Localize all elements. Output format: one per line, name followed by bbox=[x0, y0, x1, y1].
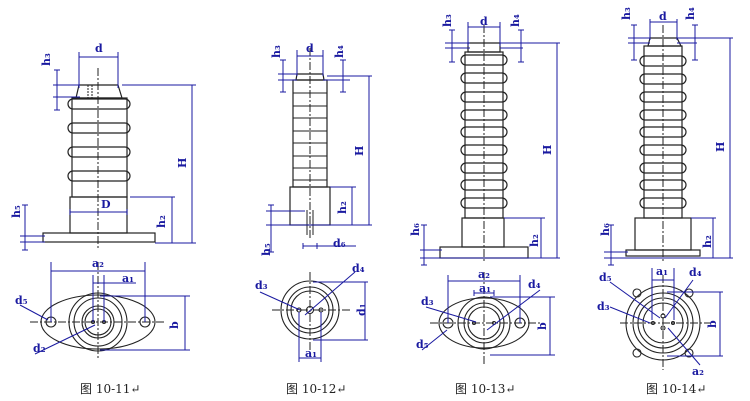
dim-label-H: H bbox=[714, 142, 727, 152]
dim-label-h3: h₃ bbox=[441, 14, 454, 27]
dim-label-h4: h₄ bbox=[333, 45, 346, 58]
dim-label-D: D bbox=[101, 198, 111, 211]
dim-label-a2: a₂ bbox=[692, 365, 704, 378]
dim-label-b: b bbox=[168, 321, 181, 329]
dim-label-h2: h₂ bbox=[528, 234, 541, 247]
dim-label-d: d bbox=[95, 42, 103, 55]
insulator-shed bbox=[67, 170, 131, 182]
dim-label-d4: d₄ bbox=[352, 262, 365, 275]
base-flange bbox=[42, 232, 156, 243]
dim-label-d: d bbox=[659, 10, 667, 23]
figure-10-14: d h₃ h₄ H h₆ h₂ a₁ d₅ d₃ d₄ b a₂ 图 10-14… bbox=[597, 7, 727, 396]
leader-line bbox=[304, 271, 356, 316]
leader-line bbox=[19, 304, 49, 321]
dim-label-a1: a₁ bbox=[656, 265, 668, 278]
dim-label-d5: d₅ bbox=[416, 338, 429, 351]
outline-circle bbox=[670, 320, 676, 326]
dim-label-h2: h₂ bbox=[336, 201, 349, 214]
dim-label-d2: d₂ bbox=[33, 342, 46, 355]
leader-line bbox=[667, 327, 701, 366]
dim-label-d6: d₆ bbox=[333, 237, 346, 250]
mount-hole bbox=[632, 348, 642, 358]
dim-label-H: H bbox=[353, 146, 366, 156]
leader-line bbox=[259, 291, 301, 311]
dim-label-H: H bbox=[541, 145, 554, 155]
dim-label-d4: d₄ bbox=[689, 266, 702, 279]
dim-label-h4: h₄ bbox=[684, 7, 697, 20]
leader-line bbox=[664, 279, 694, 319]
dim-label-h5: h₅ bbox=[260, 243, 273, 256]
dim-label-d: d bbox=[480, 15, 488, 28]
figure-10-12: d h₃ h₄ H h₂ h₅ d₆ d₄ d₃ d₁ a₁ 图 10-12↵ bbox=[255, 42, 368, 396]
figure-caption: 图 10-11↵ bbox=[80, 382, 140, 396]
dim-label-b: b bbox=[536, 322, 549, 330]
dim-label-h5: h₅ bbox=[10, 205, 23, 218]
dim-label-h6: h₆ bbox=[599, 223, 612, 236]
dim-label-d4: d₄ bbox=[528, 278, 541, 291]
insulator-shed bbox=[67, 146, 131, 158]
dim-label-d1: d₁ bbox=[355, 303, 368, 316]
mount-hole bbox=[632, 288, 642, 298]
dim-label-b: b bbox=[706, 320, 719, 328]
leader-line bbox=[609, 281, 661, 319]
insulator-shed bbox=[67, 98, 131, 110]
figure-caption: 图 10-14↵ bbox=[646, 382, 706, 396]
figure-caption: 图 10-12↵ bbox=[286, 382, 346, 396]
figure-10-11: d h₃ H D h₂ h₅ a₂ a₁ b d₅ d₂ 图 10-11↵ bbox=[10, 42, 189, 396]
dim-label-d3: d₃ bbox=[597, 300, 610, 313]
mount-hole bbox=[684, 288, 694, 298]
dim-label-a2: a₂ bbox=[92, 257, 104, 270]
dim-label-d3: d₃ bbox=[421, 295, 434, 308]
top-cap bbox=[647, 37, 682, 47]
leader-line bbox=[421, 329, 448, 351]
dim-label-h3: h₃ bbox=[270, 45, 283, 58]
dim-label-a1: a₁ bbox=[479, 282, 491, 295]
insulator-shed bbox=[67, 122, 131, 134]
top-cap bbox=[75, 84, 123, 99]
dim-label-d: d bbox=[306, 42, 314, 55]
leader-line bbox=[486, 289, 541, 331]
leader-line bbox=[609, 306, 651, 324]
insulator-shed bbox=[639, 162, 687, 174]
dim-label-h3: h₃ bbox=[40, 53, 53, 66]
leader-line bbox=[425, 306, 477, 323]
figure-10-13: d h₃ h₄ H h₆ h₂ a₂ a₁ d₃ d₄ d₅ b 图 10-13… bbox=[409, 14, 554, 396]
lower-body bbox=[461, 217, 505, 248]
dim-label-d5: d₅ bbox=[599, 271, 612, 284]
outline-circle bbox=[660, 325, 666, 331]
dim-label-d5: d₅ bbox=[15, 294, 28, 307]
insulator-shed bbox=[460, 162, 508, 174]
dim-label-h2: h₂ bbox=[701, 235, 714, 248]
dim-label-h3: h₃ bbox=[620, 7, 633, 20]
leader-line bbox=[34, 324, 96, 355]
dim-label-d3: d₃ bbox=[255, 279, 268, 292]
dim-label-a2: a₂ bbox=[478, 268, 490, 281]
dim-label-h4: h₄ bbox=[509, 14, 522, 27]
dim-label-h6: h₆ bbox=[409, 223, 422, 236]
figure-caption: 图 10-13↵ bbox=[455, 382, 515, 396]
drawing-geometry bbox=[19, 19, 733, 370]
dim-label-a1: a₁ bbox=[305, 347, 317, 360]
mount-hole bbox=[684, 348, 694, 358]
dim-label-H: H bbox=[176, 158, 189, 168]
dim-label-a1: a₁ bbox=[122, 272, 134, 285]
dim-label-h2: h₂ bbox=[155, 215, 168, 228]
